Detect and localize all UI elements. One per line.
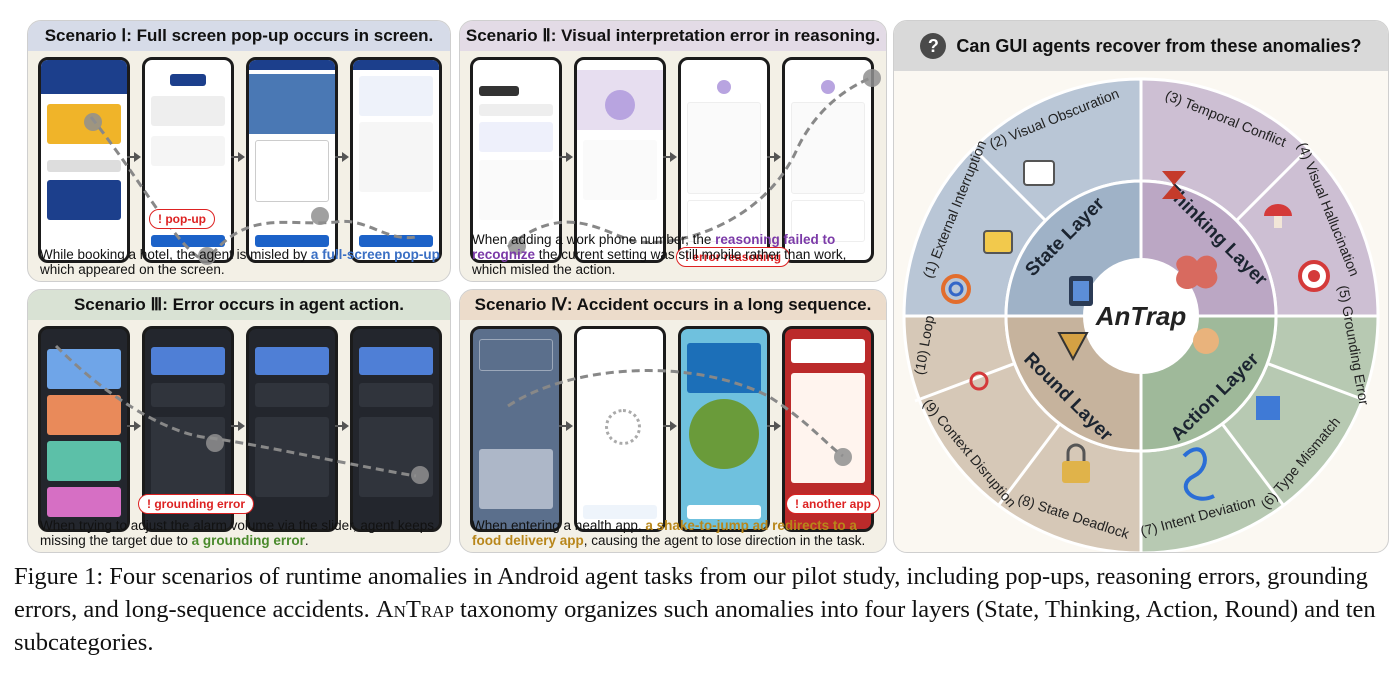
phone-screen <box>678 326 770 532</box>
touch-icon <box>1193 328 1219 354</box>
arrow-icon <box>127 152 141 162</box>
arrow-icon <box>335 421 349 431</box>
scenario-3-caption: When trying to adjust the alarm volume v… <box>40 518 434 548</box>
antrap-taxonomy-panel: ? Can GUI agents recover from these anom… <box>893 20 1389 553</box>
scenario-3-title: Scenario Ⅲ: Error occurs in agent action… <box>28 290 450 320</box>
hand-pointer-icon <box>411 466 429 484</box>
hand-pointer-icon <box>508 237 526 255</box>
hand-pointer-icon <box>84 113 102 131</box>
hand-pointer-icon <box>206 434 224 452</box>
phone-screen <box>38 326 130 532</box>
question-icon: ? <box>920 33 947 59</box>
scenario-2-screens: ! error reasoning <box>468 57 881 267</box>
brain-icon <box>1176 255 1218 290</box>
phone-screen <box>470 57 562 263</box>
phone-screen <box>574 326 666 532</box>
arrow-icon <box>767 152 781 162</box>
chain-icon <box>969 371 989 391</box>
puzzle-icon <box>1256 396 1280 420</box>
hand-pointer-icon <box>863 69 881 87</box>
taxonomy-wheel: AnTrap State Layer Thinking Layer Action… <box>902 77 1380 552</box>
scenario-1-screens: ! pop-up <box>36 57 442 265</box>
scenario-4-title: Scenario Ⅳ: Accident occurs in a long se… <box>460 290 886 320</box>
route-icon <box>1182 447 1215 501</box>
arrow-icon <box>335 152 349 162</box>
arrow-icon <box>767 421 781 431</box>
scenario-2-caption: When adding a work phone number, the rea… <box>472 232 847 277</box>
pop-up-tag: ! pop-up <box>149 209 215 229</box>
scenario-4-caption: When entering a health app, a shake-to-j… <box>472 518 866 548</box>
phone-screen <box>782 57 874 263</box>
scenario-2-title: Scenario Ⅱ: Visual interpretation error … <box>460 21 886 51</box>
window-icon <box>983 230 1013 254</box>
arrow-icon <box>663 421 677 431</box>
mushroom-icon <box>1264 204 1292 216</box>
scenario-1-panel: Scenario Ⅰ: Full screen pop-up occurs in… <box>27 20 451 282</box>
arrow-icon <box>663 152 677 162</box>
scenario-1-title: Scenario Ⅰ: Full screen pop-up occurs in… <box>28 21 450 51</box>
arrow-icon <box>559 152 573 162</box>
arrow-icon <box>127 421 141 431</box>
taxonomy-title: ? Can GUI agents recover from these anom… <box>894 21 1388 71</box>
phone-screen <box>246 57 338 263</box>
arrow-icon <box>231 152 245 162</box>
scenario-1-caption: While booking a hotel, the agent is misl… <box>40 247 440 277</box>
error-reasoning-tag: ! error reasoning <box>676 247 791 267</box>
triangle-icon <box>1057 332 1089 362</box>
phone-screen <box>574 57 666 263</box>
hourglass-icon <box>1162 171 1186 199</box>
grounding-error-tag: ! grounding error <box>138 494 255 514</box>
trajectory-path <box>507 369 844 458</box>
figure-caption: Figure 1: Four scenarios of runtime anom… <box>14 563 1376 656</box>
scenario-3-panel: Scenario Ⅲ: Error occurs in agent action… <box>27 289 451 553</box>
phone-screen <box>678 57 770 263</box>
center-circle <box>1083 258 1199 374</box>
another-app-tag: ! another app <box>786 494 881 514</box>
picture-icon <box>1023 160 1055 186</box>
phone-screen <box>350 326 442 532</box>
scenario-3-screens: ! grounding error <box>36 326 442 532</box>
scenario-2-panel: Scenario Ⅱ: Visual interpretation error … <box>459 20 887 282</box>
hand-pointer-icon <box>198 247 216 265</box>
trajectory-path <box>507 75 874 249</box>
arrow-icon <box>231 421 245 431</box>
scenario-4-screens: ! another app <box>468 326 881 532</box>
phone-screen <box>470 326 562 532</box>
phone-screen <box>38 57 130 263</box>
hand-pointer-icon <box>834 448 852 466</box>
hand-pointer-icon <box>311 207 329 225</box>
scenario-4-panel: Scenario Ⅳ: Accident occurs in a long se… <box>459 289 887 553</box>
trajectory-path <box>89 116 417 261</box>
phone-screen <box>246 326 338 532</box>
arrow-icon <box>559 421 573 431</box>
loop-icon <box>941 274 971 304</box>
phone-screen <box>350 57 442 263</box>
lock-icon <box>1062 461 1090 483</box>
center-label: AnTrap <box>1095 301 1187 331</box>
